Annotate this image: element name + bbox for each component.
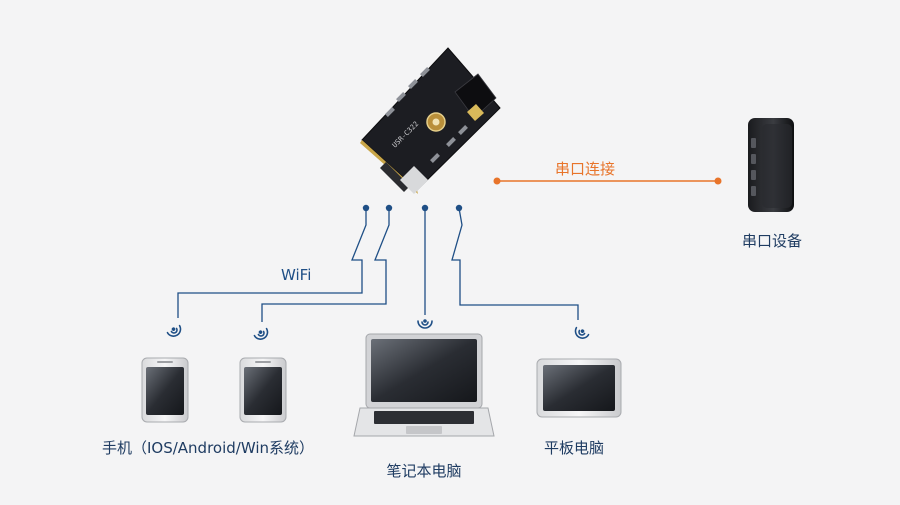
tablet-label: 平板电脑 (543, 439, 605, 457)
wifi-connection-lines (177, 207, 579, 322)
tablet-icon (536, 358, 622, 418)
phone-label: 手机（IOS/Android/Win系统） (101, 439, 315, 457)
wifi-module-board: USR-C322 (360, 47, 501, 194)
wifi-signal-icon (417, 319, 433, 329)
serial-link-label: 串口连接 (554, 160, 616, 178)
serial-device-label: 串口设备 (741, 232, 803, 250)
phone-icon (141, 357, 189, 423)
wifi-signal-icon (166, 324, 182, 337)
laptop-label: 笔记本电脑 (386, 462, 462, 480)
laptop-icon (353, 333, 495, 437)
serial-device-icon (748, 118, 794, 212)
serial-connection-line (493, 177, 722, 185)
wifi-signal-icon (253, 327, 269, 340)
phone-icon (239, 357, 287, 423)
wifi-signal-icon (574, 326, 590, 339)
wifi-label: WiFi (281, 266, 312, 284)
